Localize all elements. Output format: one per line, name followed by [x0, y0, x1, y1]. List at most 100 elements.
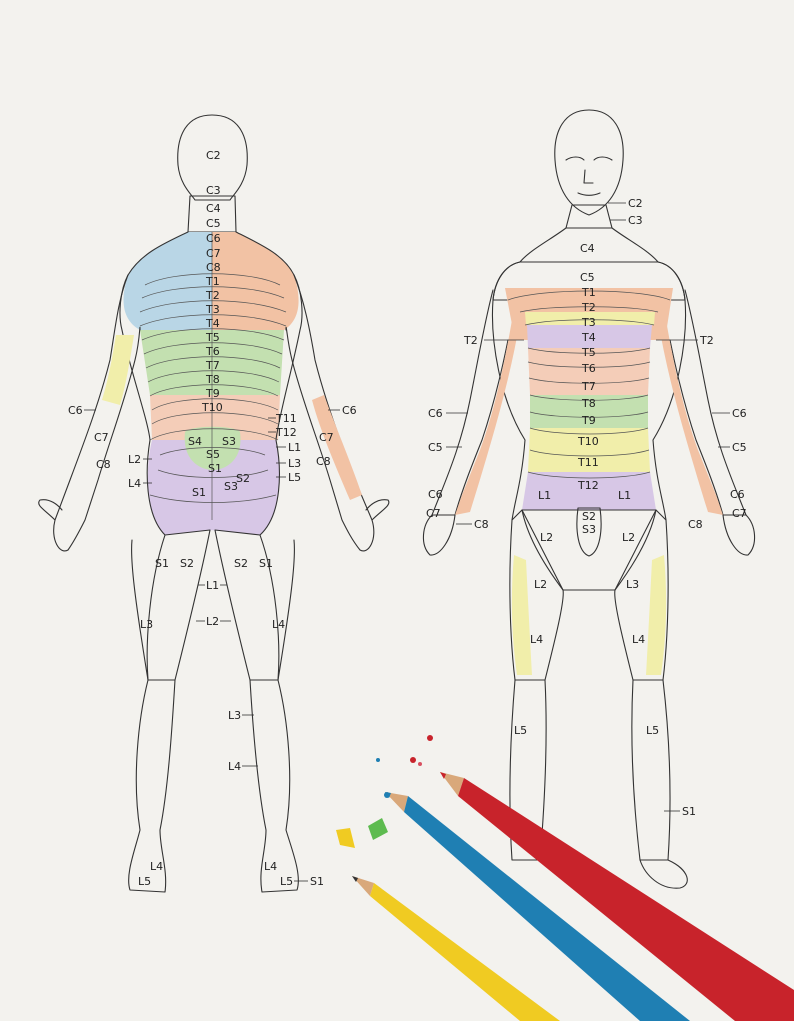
front-label-l4-right: L4 [632, 633, 645, 646]
front-label-l2-left-upper: L2 [540, 531, 553, 544]
pencil-red [440, 772, 794, 1021]
back-label-t2: T2 [205, 289, 220, 302]
back-label-t12: T12 [275, 426, 297, 439]
back-label-s2-leg-left: S2 [180, 557, 194, 570]
back-label-c2: C2 [206, 149, 221, 162]
back-label-t10: T10 [201, 401, 223, 414]
front-label-t12: T12 [577, 479, 599, 492]
back-label-l4-leg-right: L4 [272, 618, 285, 631]
front-label-c5: C5 [580, 271, 595, 284]
front-label-l5-right: L5 [646, 724, 659, 737]
front-label-t4: T4 [581, 331, 596, 344]
back-label-s3: S3 [222, 435, 236, 448]
front-head [554, 109, 624, 216]
pencil-yellow [352, 876, 560, 1021]
front-label-c6-hand-left: C6 [428, 488, 443, 501]
front-label-s1: S1 [682, 805, 696, 818]
front-label-l5-left: L5 [514, 724, 527, 737]
front-t12 [522, 472, 656, 510]
front-label-s2: S2 [582, 510, 596, 523]
front-label-t11: T11 [577, 456, 599, 469]
front-arm-right-pink [658, 320, 723, 515]
back-label-l4-calf: L4 [228, 760, 241, 773]
back-label-s1-leg-right: S1 [259, 557, 273, 570]
front-label-l3-right: L3 [626, 578, 639, 591]
front-label-t5: T5 [581, 346, 596, 359]
back-label-c4: C4 [206, 202, 221, 215]
back-label-l5-foot-left: L5 [138, 875, 151, 888]
front-mid [528, 348, 650, 395]
back-label-c8-right: C8 [316, 455, 331, 468]
front-groin [521, 509, 657, 591]
back-label-c8-left: C8 [96, 458, 111, 471]
front-t8-t9 [530, 395, 648, 428]
back-label-t5: T5 [205, 331, 220, 344]
front-leg-right-yellow [646, 555, 667, 675]
back-label-t9: T9 [205, 387, 220, 400]
back-arm-left [53, 274, 141, 552]
back-rib-bands [139, 232, 287, 520]
back-label-l3: L3 [288, 457, 301, 470]
back-label-l4-left: L4 [128, 477, 141, 490]
front-label-l1-right: L1 [618, 489, 631, 502]
back-label-t7: T7 [205, 359, 220, 372]
back-label-t6: T6 [205, 345, 220, 358]
back-label-c7: C7 [206, 247, 221, 260]
front-chest-purple [527, 321, 652, 353]
back-label-l1: L1 [288, 441, 301, 454]
back-label-l5-foot-right: L5 [280, 875, 293, 888]
front-t10-t11 [528, 428, 650, 472]
back-label-t3: T3 [205, 303, 220, 316]
back-torso-lower [150, 395, 280, 440]
front-label-t1: T1 [581, 286, 596, 299]
front-label-l1-left: L1 [538, 489, 551, 502]
back-arm-right [285, 274, 375, 552]
front-arm-left-pink [455, 320, 520, 515]
back-label-s2-leg-right: S2 [234, 557, 248, 570]
front-label-c2: C2 [628, 197, 643, 210]
back-label-s4: S4 [188, 435, 202, 448]
front-label-s3: S3 [582, 523, 596, 536]
back-labels: C2 C3 C4 C5 C6 C7 C8 T1 T2 T3 T4 T5 T6 T… [68, 149, 357, 888]
back-label-t4: T4 [205, 317, 220, 330]
back-label-l4-foot-right: L4 [264, 860, 277, 873]
front-band-lines [507, 290, 671, 479]
front-label-c7-hand-right: C7 [732, 507, 747, 520]
front-face [565, 156, 613, 196]
front-lower-leg-right [631, 679, 671, 861]
front-label-t8: T8 [581, 397, 596, 410]
front-genital [576, 507, 602, 557]
back-figure [38, 114, 390, 893]
back-arm-right-orange [312, 395, 362, 500]
front-arm-left [431, 289, 509, 516]
back-label-s1-mid: S1 [208, 462, 222, 475]
back-label-l3-calf: L3 [228, 709, 241, 722]
front-label-c8-hand-left: C8 [474, 518, 489, 531]
back-label-l3-leg-left: L3 [140, 618, 153, 631]
back-label-t1: T1 [205, 275, 220, 288]
front-label-t2-left: T2 [463, 334, 478, 347]
back-label-l5: L5 [288, 471, 301, 484]
back-label-c7-left: C7 [94, 431, 109, 444]
front-leg-left-yellow [511, 555, 532, 675]
back-label-t11: T11 [275, 412, 297, 425]
back-label-c6-right: C6 [342, 404, 357, 417]
front-label-l2-right-upper: L2 [622, 531, 635, 544]
front-label-t6: T6 [581, 362, 596, 375]
front-label-c6-right: C6 [732, 407, 747, 420]
front-label-c6-hand-right: C6 [730, 488, 745, 501]
front-neck [565, 204, 613, 229]
front-label-c3: C3 [628, 214, 643, 227]
back-label-l2-left: L2 [128, 453, 141, 466]
front-label-c7-hand-left: C7 [426, 507, 441, 520]
back-label-s1-foot: S1 [310, 875, 324, 888]
front-label-t9: T9 [581, 414, 596, 427]
back-buttocks [147, 440, 280, 535]
back-label-s2-b: S2 [236, 472, 250, 485]
front-label-t2: T2 [581, 301, 596, 314]
back-torso-orange [212, 232, 299, 330]
back-label-c8: C8 [206, 261, 221, 274]
front-figure [422, 109, 756, 889]
back-leg-right [214, 529, 280, 681]
